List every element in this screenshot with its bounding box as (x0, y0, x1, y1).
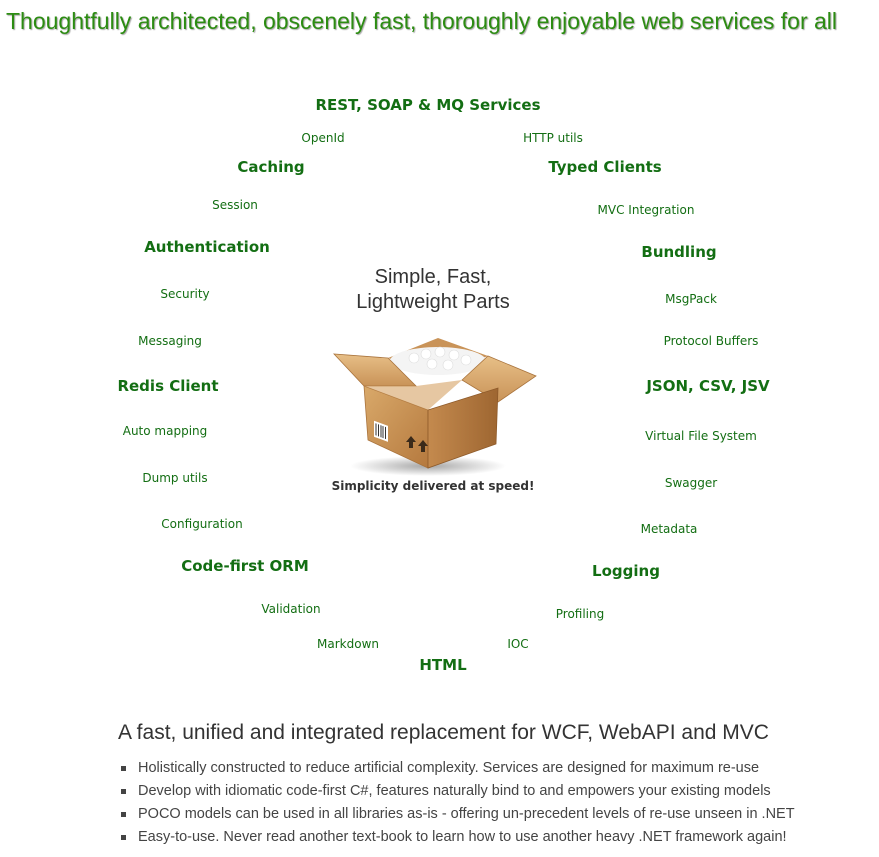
page-headline: Thoughtfully architected, obscenely fast… (6, 8, 838, 34)
feature-profiling[interactable]: Profiling (555, 607, 605, 621)
feature-swagger[interactable]: Swagger (664, 476, 718, 490)
tagline: Simplicity delivered at speed! (331, 479, 535, 493)
feature-configuration[interactable]: Configuration (161, 517, 243, 531)
intro-bullet-list: Holistically constructed to reduce artif… (118, 757, 879, 849)
feature-caching[interactable]: Caching (237, 158, 305, 176)
feature-ioc[interactable]: IOC (507, 637, 529, 651)
bullet-icon (121, 812, 126, 817)
feature-protocol-buffers[interactable]: Protocol Buffers (663, 334, 759, 348)
feature-dump-utils[interactable]: Dump utils (142, 471, 208, 485)
list-item: Easy-to-use. Never read another text-boo… (118, 826, 879, 849)
feature-http-utils[interactable]: HTTP utils (523, 131, 583, 145)
feature-openid[interactable]: OpenId (301, 131, 345, 145)
feature-metadata[interactable]: Metadata (640, 522, 698, 536)
list-item-text: Holistically constructed to reduce artif… (138, 760, 760, 776)
center-title-line2: Lightweight Parts (356, 291, 510, 313)
feature-validation[interactable]: Validation (261, 602, 321, 616)
feature-mvc-integration[interactable]: MVC Integration (597, 203, 695, 217)
feature-markdown[interactable]: Markdown (317, 637, 379, 651)
list-item-text: POCO models can be used in all libraries… (138, 806, 795, 822)
feature-session[interactable]: Session (212, 198, 258, 212)
feature-security[interactable]: Security (160, 287, 210, 301)
feature-logging[interactable]: Logging (592, 562, 660, 580)
cardboard-box-icon (333, 338, 537, 476)
list-item: POCO models can be used in all libraries… (118, 803, 879, 826)
list-item-text: Develop with idiomatic code-first C#, fe… (138, 783, 771, 799)
list-item: Holistically constructed to reduce artif… (118, 757, 879, 780)
feature-html[interactable]: HTML (419, 656, 467, 674)
feature-authentication[interactable]: Authentication (144, 238, 270, 256)
list-item-text: Easy-to-use. Never read another text-boo… (138, 829, 787, 845)
feature-redis-client[interactable]: Redis Client (117, 377, 219, 395)
list-item: Develop with idiomatic code-first C#, fe… (118, 780, 879, 803)
feature-auto-mapping[interactable]: Auto mapping (122, 424, 208, 438)
feature-msgpack[interactable]: MsgPack (665, 292, 717, 306)
feature-code-first-orm[interactable]: Code-first ORM (181, 557, 309, 575)
feature-rest-soap-mq[interactable]: REST, SOAP & MQ Services (315, 96, 541, 114)
center-title: Simple, Fast, Lightweight Parts (356, 265, 509, 315)
feature-json-csv-jsv[interactable]: JSON, CSV, JSV (646, 377, 770, 395)
bullet-icon (121, 766, 126, 771)
center-title-line1: Simple, Fast, (374, 266, 492, 288)
feature-cloud: REST, SOAP & MQ Services OpenId HTTP uti… (0, 80, 879, 690)
intro-heading: A fast, unified and integrated replaceme… (118, 721, 769, 744)
bullet-icon (121, 835, 126, 840)
intro-section: A fast, unified and integrated replaceme… (118, 719, 879, 849)
feature-typed-clients[interactable]: Typed Clients (548, 158, 662, 176)
bullet-icon (121, 789, 126, 794)
feature-virtual-file-system[interactable]: Virtual File System (645, 429, 757, 443)
feature-messaging[interactable]: Messaging (138, 334, 202, 348)
feature-bundling[interactable]: Bundling (641, 243, 717, 261)
